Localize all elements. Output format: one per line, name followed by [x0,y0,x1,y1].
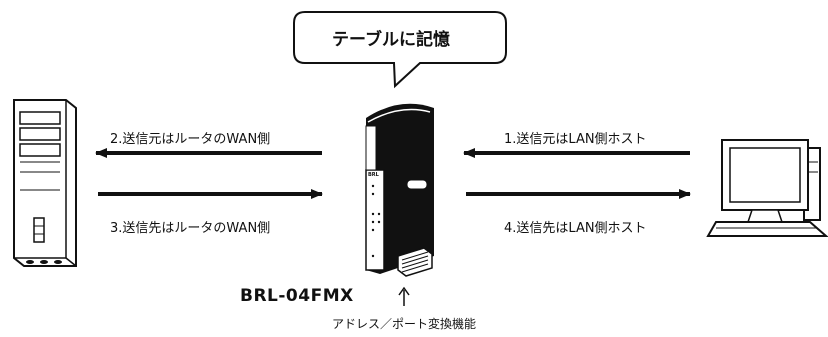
speech-bubble [293,11,507,89]
bubble-label: テーブルに記憶 [332,30,450,50]
router-model-label: BRL-04FMX [240,286,354,306]
router-function-caption: アドレス／ポート変換機能 [332,317,477,331]
label-server-top: 2.送信元はルータのWAN側 [110,132,271,147]
computer-icon [706,139,828,237]
label-pc-bottom: 4.送信先はLAN側ホスト [504,221,647,236]
label-pc-top: 1.送信元はLAN側ホスト [504,132,647,147]
label-server-bottom: 3.送信先はルータのWAN側 [110,221,271,236]
router-panel-label: BRL [368,172,379,178]
router-icon [365,103,434,277]
server-icon [13,99,77,267]
